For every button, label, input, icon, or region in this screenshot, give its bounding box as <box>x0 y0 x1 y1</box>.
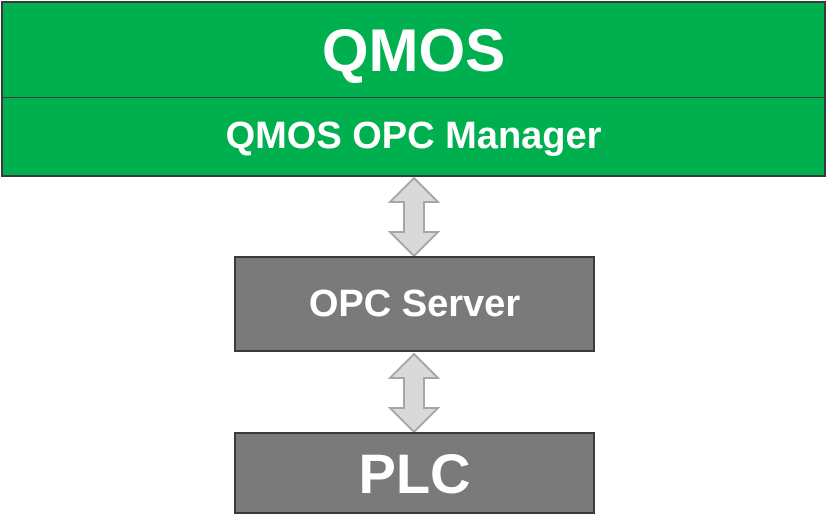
opc-server-label: OPC Server <box>308 282 521 325</box>
qmos-title: QMOS <box>321 16 506 84</box>
opc-manager-block: QMOS OPC Manager <box>1 97 826 177</box>
manager-server-connector <box>387 176 441 258</box>
double-arrow-icon <box>387 352 441 434</box>
opc-server-block: OPC Server <box>234 256 595 352</box>
server-plc-connector <box>387 352 441 434</box>
qmos-block: QMOS <box>1 1 826 98</box>
opc-manager-label: QMOS OPC Manager <box>225 115 602 157</box>
plc-block: PLC <box>234 432 595 514</box>
plc-label: PLC <box>358 441 471 505</box>
double-arrow-icon <box>387 176 441 258</box>
